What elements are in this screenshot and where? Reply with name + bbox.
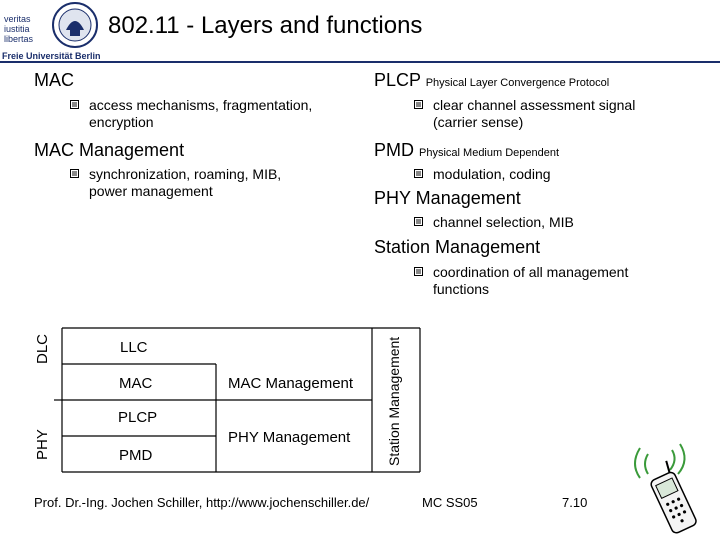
pmd-heading-sub: Physical Medium Dependent: [419, 147, 560, 159]
bullet-square-icon: [414, 267, 423, 276]
plcp-bullet: clear channel assessment signal (carrier…: [414, 97, 714, 131]
bullet-text: modulation, coding: [433, 166, 551, 182]
mac-bullet: access mechanisms, fragmentation, encryp…: [70, 97, 370, 131]
mac-management-cell: MAC Management: [228, 375, 354, 392]
page-title: 802.11 - Layers and functions: [108, 12, 423, 39]
logo-motto: veritas iustitia libertas: [4, 14, 33, 44]
plcp-heading-sub: Physical Layer Convergence Protocol: [425, 77, 610, 89]
bullet-text: functions: [433, 281, 490, 297]
footer-author: Prof. Dr.-Ing. Jochen Schiller, http://w…: [34, 495, 370, 510]
mac-cell: MAC: [119, 375, 153, 392]
footer-page-number: 7.10: [562, 495, 588, 510]
station-management-cell: Station Management: [386, 336, 402, 466]
motto-line: veritas: [4, 14, 31, 24]
bullet-text: encryption: [89, 114, 154, 130]
station-management-bullet: coordination of all management functions: [414, 264, 714, 298]
phy-management-heading: PHY Management: [374, 188, 521, 208]
mac-management-heading: MAC Management: [34, 140, 185, 160]
pmd-heading-main: PMD: [374, 140, 414, 160]
mac-heading: MAC: [34, 70, 74, 90]
bullet-text: power management: [89, 183, 213, 199]
pmd-bullet: modulation, coding: [414, 166, 714, 183]
bullet-text: synchronization, roaming, MIB,: [89, 166, 282, 182]
phy-management-cell: PHY Management: [228, 429, 351, 446]
plcp-cell: PLCP: [118, 409, 158, 426]
station-management-heading: Station Management: [374, 237, 541, 257]
header-divider: [0, 61, 720, 63]
plcp-heading: PLCP Physical Layer Convergence Protocol: [374, 70, 609, 91]
dlc-side-label: DLC: [34, 333, 51, 364]
bullet-square-icon: [414, 169, 423, 178]
phy-side-label: PHY: [34, 429, 51, 460]
bullet-text: (carrier sense): [433, 114, 524, 130]
bullet-square-icon: [414, 100, 423, 109]
footer-course: MC SS05: [422, 495, 478, 510]
bullet-text: coordination of all management: [433, 264, 629, 280]
bullet-text: access mechanisms, fragmentation,: [89, 97, 313, 113]
mobile-phone-icon: [618, 440, 718, 538]
university-seal-icon: [0, 0, 100, 50]
bullet-square-icon: [70, 169, 79, 178]
university-name: Freie Universität Berlin: [2, 51, 101, 61]
motto-line: libertas: [4, 34, 34, 44]
bullet-square-icon: [414, 217, 423, 226]
phy-management-bullet: channel selection, MIB: [414, 214, 714, 231]
pmd-heading: PMD Physical Medium Dependent: [374, 140, 559, 161]
mac-management-bullet: synchronization, roaming, MIB, power man…: [70, 166, 370, 200]
plcp-heading-main: PLCP: [374, 70, 421, 90]
bullet-text: channel selection, MIB: [433, 214, 574, 230]
university-logo: [0, 0, 100, 62]
llc-cell: LLC: [120, 339, 148, 356]
pmd-cell: PMD: [119, 447, 153, 464]
motto-line: iustitia: [4, 24, 30, 34]
bullet-text: clear channel assessment signal: [433, 97, 636, 113]
bullet-square-icon: [70, 100, 79, 109]
